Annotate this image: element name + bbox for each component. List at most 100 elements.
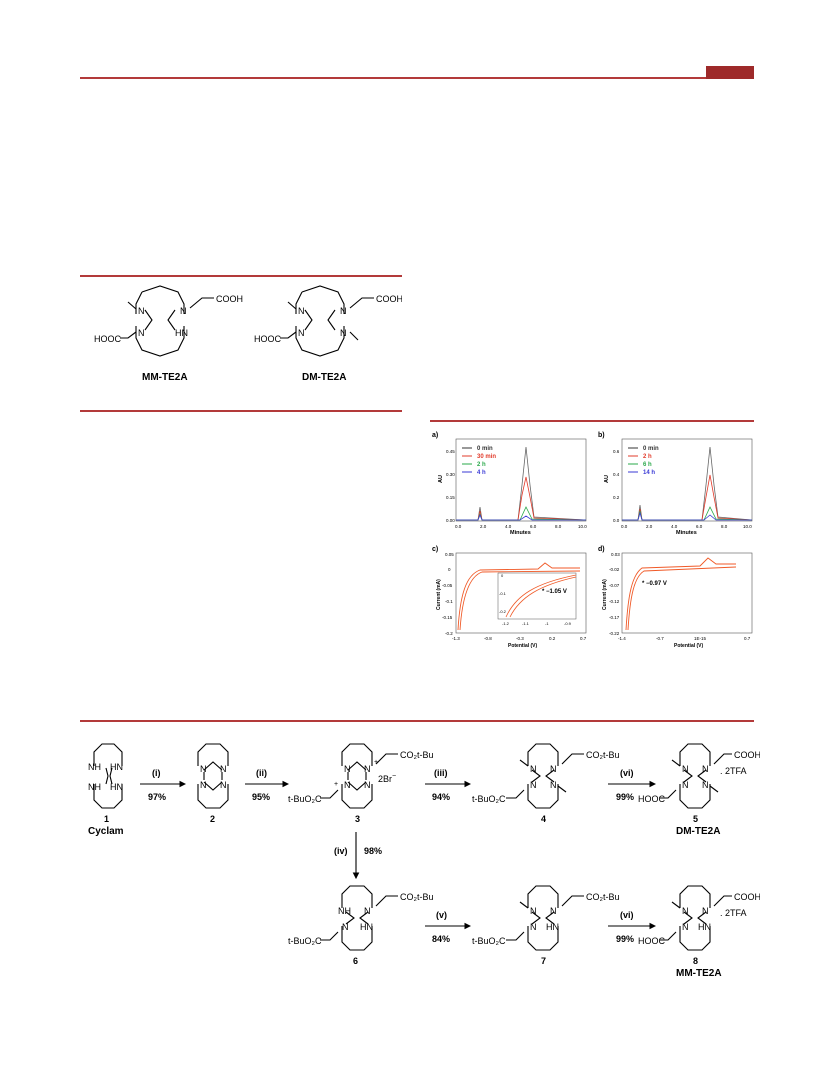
compound-4-number: 4 — [541, 814, 546, 824]
panel-b-xtick: 2.0 — [646, 524, 653, 529]
panel-a-xtick: 6.0 — [530, 524, 537, 529]
dm-n3: N — [298, 328, 305, 338]
compound-7-ester: t-BuO₂C — [472, 936, 506, 946]
panel-a-frame — [455, 438, 587, 522]
compound-3-n: N — [344, 764, 351, 774]
compound-3-counterion: 2Br− — [378, 773, 396, 784]
panel-d-letter: d) — [598, 546, 605, 553]
compound-3-n: N — [364, 780, 371, 790]
panel-a-trace-2 — [456, 506, 587, 521]
dm-n4: N — [340, 328, 347, 338]
panel-d-xtick: 1E-15 — [694, 636, 707, 641]
panel-b-xlabel: Minutes — [676, 530, 697, 536]
panel-d-xtick: -1.4 — [618, 636, 626, 641]
panel-a-legend-0: 0 min — [477, 446, 493, 452]
panel-c-ylabel: Current (mA) — [436, 579, 442, 610]
panel-d-ytick: -0.02 — [609, 567, 620, 572]
panel-c-cv-trace — [457, 562, 580, 631]
step-iii-yield: 94% — [432, 792, 450, 802]
compound-5-acid-bottom: HOOC — [638, 794, 666, 804]
compound-8-salt: . 2TFA — [720, 908, 747, 918]
panel-b-xtick: 4.0 — [671, 524, 678, 529]
compound-8-structure — [660, 885, 732, 951]
compound-4-n: N — [550, 764, 557, 774]
step-vi-bottom-yield: 99% — [616, 934, 634, 944]
panel-d-ytick: -0.17 — [609, 615, 620, 620]
compound-3-structure — [320, 743, 398, 809]
panel-b-ylabel: AU — [604, 475, 610, 483]
panel-c-annotation: * −1.05 V — [542, 589, 567, 595]
compound-8-hn: HN — [698, 922, 711, 932]
dm-n1: N — [298, 306, 305, 316]
compound-6-structure — [320, 885, 398, 951]
compound-4-structure — [506, 743, 584, 809]
compound-6-hn: HN — [360, 922, 373, 932]
panel-c-inset-trace — [509, 576, 577, 618]
synthesis-scheme: NH HN NH HN 1 Cyclam (i) 97% N N N N 2 (… — [88, 743, 760, 979]
compound-3-plus: + — [374, 759, 378, 766]
panel-a-trace-1 — [456, 476, 587, 521]
compound-3-number: 3 — [355, 814, 360, 824]
compound-7-n: N — [530, 922, 537, 932]
compound-5-number: 5 — [693, 814, 698, 824]
compound-8-acid-bottom: HOOC — [638, 936, 666, 946]
compound-4-n: N — [550, 780, 557, 790]
panel-c-ytick: 0 — [448, 567, 451, 572]
compound-4-n: N — [530, 764, 537, 774]
panel-c-inset-xtick: -1.1 — [522, 621, 530, 626]
panel-d-xtick: -0.7 — [656, 636, 664, 641]
compound-5-n: N — [702, 780, 709, 790]
panel-a-ytick: 0.30 — [446, 472, 455, 477]
panel-d-ytick: -0.22 — [609, 631, 620, 636]
panel-c-inset-ytick: -0.2 — [499, 609, 507, 614]
compound-7-n: N — [550, 906, 557, 916]
compound-8-n: N — [682, 922, 689, 932]
step-i-yield: 97% — [148, 792, 166, 802]
compound-5-n: N — [682, 764, 689, 774]
dm-cooh-top: COOH — [376, 294, 402, 304]
compound-7-ester-top: CO₂t-Bu — [586, 892, 620, 902]
step-iv-reagent: (iv) — [334, 846, 348, 856]
compound-6-ester-top: CO₂t-Bu — [400, 892, 434, 902]
compound-2-n: N — [200, 764, 207, 774]
compound-3-plus: + — [334, 781, 338, 788]
compound-6-nh: NH — [338, 906, 351, 916]
compound-4-ester-top: CO₂t-Bu — [586, 750, 620, 760]
compound-1-hn: HN — [110, 762, 123, 772]
panel-c-ytick: 0.05 — [445, 552, 454, 557]
step-ii-reagent: (ii) — [256, 768, 267, 778]
panel-c-ytick: -0.05 — [442, 583, 453, 588]
panel-b-letter: b) — [598, 432, 605, 439]
mm-nh: HN — [175, 328, 188, 338]
step-vi-top-yield: 99% — [616, 792, 634, 802]
step-iv-yield: 98% — [364, 846, 382, 856]
panel-c-ytick: -0.15 — [442, 615, 453, 620]
panel-b-ytick: 0.0 — [613, 518, 620, 523]
panel-c-inset-xtick: -1 — [545, 621, 549, 626]
panel-c-inset-xtick: -1.2 — [502, 621, 510, 626]
step-i-reagent: (i) — [152, 768, 161, 778]
compound-3-n: N — [344, 780, 351, 790]
figure1-top-rule — [80, 275, 402, 277]
panel-c-xlabel: Potential (V) — [508, 643, 538, 649]
panel-a-xtick: 4.0 — [505, 524, 512, 529]
panel-a-letter: a) — [432, 432, 438, 439]
panel-b-xtick: 0.0 — [621, 524, 628, 529]
panel-a-ytick: 0.15 — [446, 495, 455, 500]
panel-a-xtick: 10.0 — [578, 524, 587, 529]
compound-5-salt: . 2TFA — [720, 766, 747, 776]
panel-c-xtick: 0.7 — [580, 636, 587, 641]
panel-b-ytick: 0.2 — [613, 495, 620, 500]
mm-te2a-label: MM-TE2A — [142, 372, 188, 383]
panel-b-ytick: 0.6 — [613, 449, 620, 454]
panel-b-ytick: 0.4 — [613, 472, 620, 477]
dm-te2a-label: DM-TE2A — [302, 372, 346, 383]
panel-d-cv-trace — [627, 566, 737, 631]
panel-d-xtick: 0.7 — [744, 636, 751, 641]
panel-a-xtick: 8.0 — [555, 524, 562, 529]
compound-2-n: N — [220, 764, 227, 774]
panel-d-ytick: 0.03 — [611, 552, 620, 557]
panel-a-xtick: 0.0 — [455, 524, 462, 529]
compound-4-n: N — [530, 780, 537, 790]
panel-b-xtick: 6.0 — [696, 524, 703, 529]
